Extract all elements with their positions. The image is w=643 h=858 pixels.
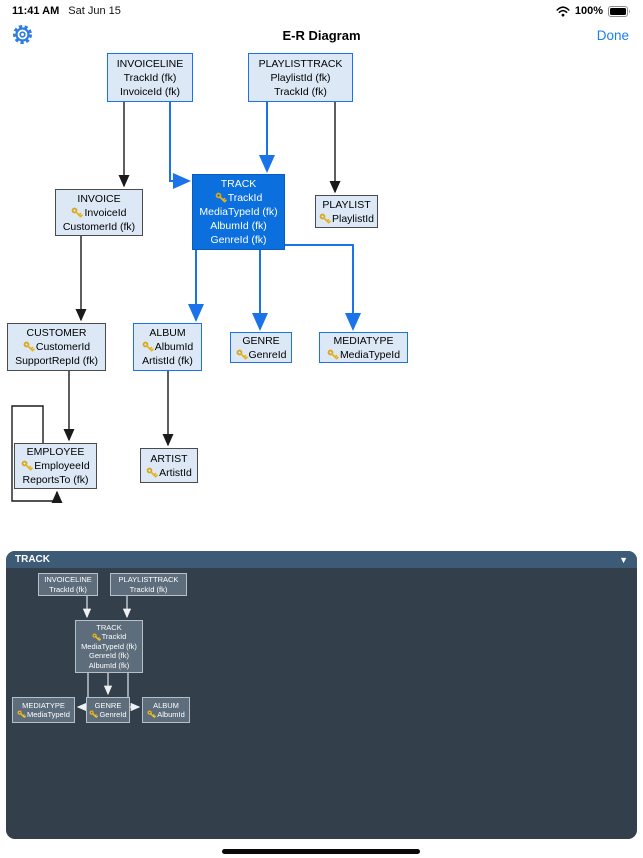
entity-primary-key: GenreId <box>236 348 286 362</box>
entity-primary-key: AlbumId <box>147 710 185 720</box>
entity-mediatype[interactable]: MEDIATYPE MediaTypeId <box>319 332 408 363</box>
entity-primary-key: InvoiceId <box>71 206 127 220</box>
settings-gear-icon[interactable] <box>12 24 33 45</box>
key-icon <box>215 192 227 203</box>
entity-title: GENRE <box>242 334 280 347</box>
key-icon <box>21 460 34 471</box>
entity-primary-key: PlaylistId <box>319 212 374 226</box>
key-icon <box>89 710 99 719</box>
entity-primary-key: TrackId <box>215 191 262 205</box>
entity-primary-key: TrackId <box>92 632 126 642</box>
entity-invoice[interactable]: INVOICE InvoiceId CustomerId (fk) <box>55 189 143 236</box>
entity-genre[interactable]: GENRE GenreId <box>230 332 292 363</box>
entity-primary-key: MediaTypeId <box>17 710 70 720</box>
entity-primary-key: EmployeeId <box>21 459 90 473</box>
entity-title: INVOICELINE <box>44 575 92 584</box>
entity-title: CUSTOMER <box>26 327 87 339</box>
mini-entity-genre: GENRE GenreId <box>86 697 130 723</box>
page-title: E-R Diagram <box>282 27 361 43</box>
entity-attr: MediaTypeId (fk) <box>199 206 278 218</box>
status-time: 11:41 AM <box>12 5 60 17</box>
entity-title: EMPLOYEE <box>26 446 85 458</box>
entity-invoiceline[interactable]: INVOICELINE TrackId (fk) InvoiceId (fk) <box>107 53 193 102</box>
entity-attr: InvoiceId (fk) <box>119 85 181 98</box>
wifi-icon <box>556 5 570 16</box>
entity-primary-key: GenreId <box>89 710 127 720</box>
home-indicator[interactable] <box>222 849 420 854</box>
entity-attr: TrackId (fk) <box>49 584 87 594</box>
entity-attr: TrackId (fk) <box>129 584 168 594</box>
entity-attr: GenreId (fk) <box>88 651 129 661</box>
entity-customer[interactable]: CUSTOMER CustomerId SupportRepId (fk) <box>7 323 106 371</box>
entity-attr: CustomerId (fk) <box>62 220 136 233</box>
entity-attr: TrackId (fk) <box>123 71 177 84</box>
entity-attr: MediaTypeId (fk) <box>81 641 137 651</box>
entity-primary-key: ArtistId <box>146 466 192 480</box>
status-bar: 11:41 AM Sat Jun 15 100% <box>0 0 643 22</box>
status-date: Sat Jun 15 <box>68 5 121 17</box>
entity-primary-key: MediaTypeId <box>327 348 400 362</box>
key-icon <box>23 341 35 352</box>
entity-title: TRACK <box>220 178 257 190</box>
entity-primary-key: AlbumId <box>142 340 193 354</box>
key-icon <box>319 213 331 223</box>
key-icon <box>92 632 101 641</box>
entity-title: GENRE <box>94 700 122 710</box>
entity-title: PLAYLISTTRACK <box>258 57 343 70</box>
entity-artist[interactable]: ARTIST ArtistId <box>140 448 198 483</box>
battery-percent: 100% <box>574 5 603 17</box>
mini-entity-album: ALBUM AlbumId <box>142 697 190 723</box>
mini-arrows-layer <box>76 596 141 712</box>
entity-album[interactable]: ALBUM AlbumId ArtistId (fk) <box>133 323 202 371</box>
entity-title: ALBUM <box>153 700 179 710</box>
key-icon <box>142 341 154 352</box>
nav-bar: E-R Diagram Done <box>0 22 643 48</box>
entity-employee[interactable]: EMPLOYEE EmployeeId ReportsTo (fk) <box>14 443 97 489</box>
entity-title: ARTIST <box>150 452 188 465</box>
key-icon <box>146 467 159 477</box>
mini-entity-mediatype: MEDIATYPE MediaTypeId <box>12 697 75 723</box>
entity-title: INVOICE <box>77 192 121 205</box>
key-icon <box>327 349 339 359</box>
panel-header[interactable]: TRACK ▼ <box>6 551 637 568</box>
entity-attr: PlaylistId (fk) <box>270 71 331 84</box>
panel-title: TRACK <box>15 554 50 565</box>
entity-track-selected[interactable]: TRACK TrackId MediaTypeId (fk) AlbumId (… <box>192 174 285 250</box>
entity-title: MEDIATYPE <box>333 334 394 347</box>
entity-attr: GenreId (fk) <box>210 234 267 246</box>
collapse-chevron-icon[interactable]: ▼ <box>619 554 628 565</box>
entity-attr: ArtistId (fk) <box>142 355 193 367</box>
key-icon <box>17 710 26 719</box>
entity-title: PLAYLIST <box>322 198 371 211</box>
entity-primary-key: CustomerId <box>23 340 90 354</box>
battery-icon <box>608 5 630 17</box>
entity-title: MEDIATYPE <box>22 700 65 710</box>
key-icon <box>147 710 157 719</box>
track-detail-panel: TRACK ▼ INVOICELINE TrackId (fk) PLAYLIS… <box>6 551 637 839</box>
relationship-arrows-layer <box>11 102 361 504</box>
entity-attr: AlbumId (fk) <box>210 220 267 232</box>
done-button[interactable]: Done <box>596 27 629 43</box>
entity-title: TRACK <box>96 622 122 632</box>
entity-attr: TrackId (fk) <box>274 85 327 98</box>
entity-playlisttrack[interactable]: PLAYLISTTRACK PlaylistId (fk) TrackId (f… <box>248 53 353 102</box>
entity-attr: SupportRepId (fk) <box>15 355 98 367</box>
key-icon <box>236 349 248 359</box>
entity-attr: ReportsTo (fk) <box>22 474 89 486</box>
entity-title: PLAYLISTTRACK <box>118 575 179 584</box>
entity-attr: AlbumId (fk) <box>88 660 130 670</box>
entity-title: ALBUM <box>149 327 186 339</box>
entity-playlist[interactable]: PLAYLIST PlaylistId <box>315 195 378 228</box>
mini-entity-track: TRACK TrackId MediaTypeId (fk) GenreId (… <box>75 620 143 673</box>
mini-entity-invoiceline: INVOICELINE TrackId (fk) <box>38 573 98 596</box>
entity-title: INVOICELINE <box>116 57 184 70</box>
mini-entity-playlisttrack: PLAYLISTTRACK TrackId (fk) <box>110 573 187 596</box>
key-icon <box>72 207 84 217</box>
